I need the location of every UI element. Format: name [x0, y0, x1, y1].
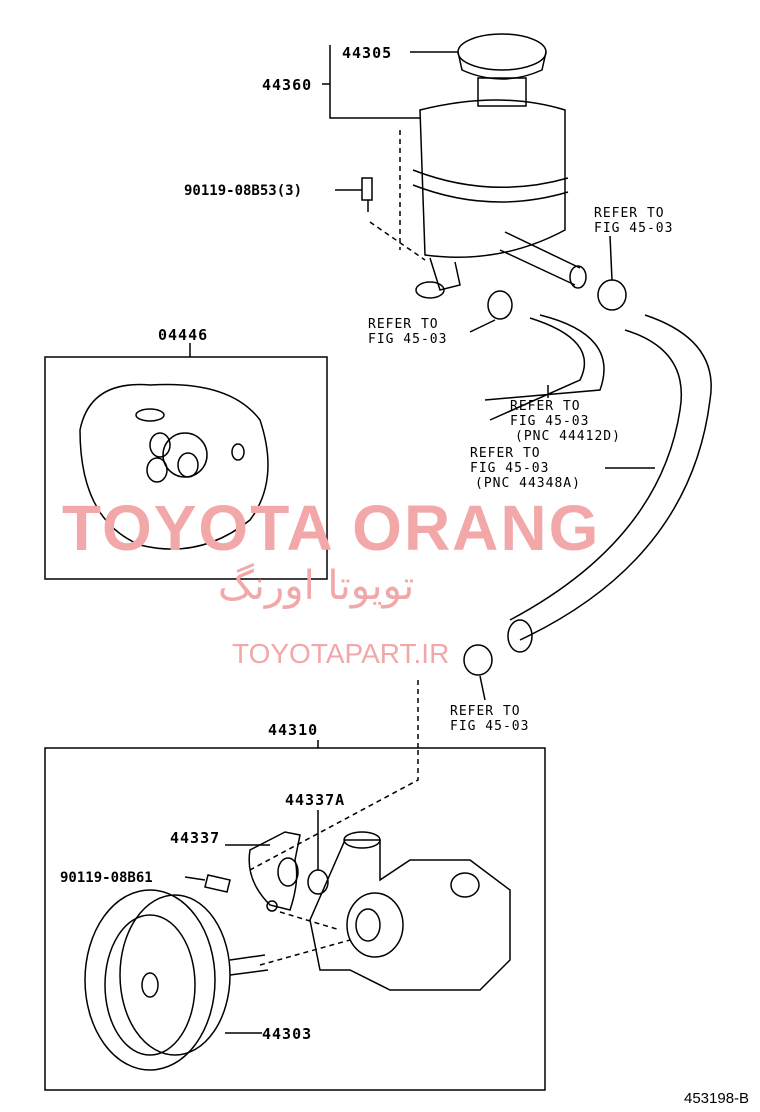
pulley — [84, 889, 269, 1071]
bolt-90119-08B61 — [204, 874, 231, 893]
part-label-90119-08B61: 90119-08B61 — [60, 870, 153, 886]
hose-end — [507, 619, 533, 653]
kit-box-04446 — [44, 356, 328, 580]
part-label-90119-08B53: 90119-08B53(3) — [184, 183, 303, 199]
part-label-44310: 44310 — [268, 721, 319, 739]
pressure-port-union — [248, 831, 301, 912]
figure-id: 453198-B — [684, 1090, 750, 1107]
watermark-site: TOYOTAPART.IR — [232, 638, 450, 669]
part-label-44305: 44305 — [342, 44, 393, 62]
hose-lower — [509, 314, 712, 641]
o-ring-44337A — [307, 869, 329, 895]
part-label-44360: 44360 — [262, 76, 313, 94]
part-label-44337: 44337 — [170, 829, 221, 847]
watermark-farsi: تویوتا اورنگ — [218, 563, 415, 609]
part-label-04446: 04446 — [158, 326, 209, 344]
reservoir-tank — [412, 99, 587, 299]
watermark-latin: TOYOTA ORANG — [62, 492, 601, 564]
reservoir-cap — [457, 33, 547, 107]
hose-upper — [484, 314, 605, 421]
assembly-box-44310 — [44, 747, 546, 1091]
part-label-44337A: 44337A — [285, 791, 346, 809]
part-label-44303: 44303 — [262, 1025, 313, 1043]
gasket-kit-parts — [79, 383, 269, 550]
power-steering-pump — [309, 831, 511, 991]
